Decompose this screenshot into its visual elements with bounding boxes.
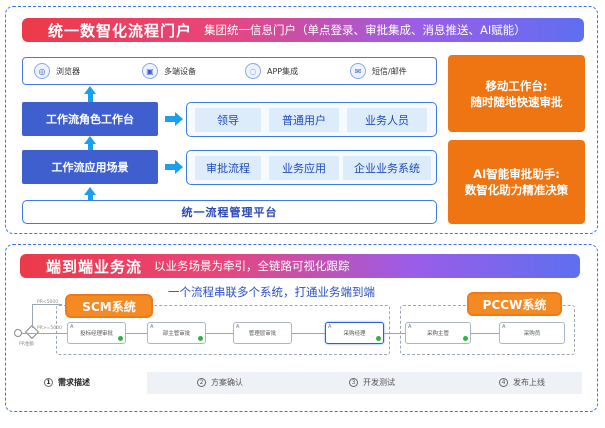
branch-label-low: PR<5000	[37, 300, 59, 305]
flow-connector	[22, 333, 67, 334]
scenario-approval[interactable]: 审批流程	[195, 156, 261, 180]
branch-top-line	[32, 304, 62, 305]
portal-subtitle: 集团统一信息门户（单点登录、审批集成、消息推送、AI赋能）	[204, 23, 526, 37]
workbench-role-box: 工作流角色工作台	[22, 102, 158, 136]
channel-app[interactable]: ◌ APP集成	[245, 63, 298, 79]
flow-banner: 端到端业务流 以业务场景为牵引，全链路可视化跟踪	[20, 254, 580, 278]
phase-bar	[147, 372, 582, 394]
right-arrow	[165, 160, 183, 174]
flow-step[interactable]: A 采购主管	[405, 322, 471, 344]
ai-card-line1: AI智能审批助手:	[473, 167, 560, 181]
status-dot	[118, 336, 123, 341]
role-user[interactable]: 普通用户	[269, 108, 339, 132]
flow-title: 端到端业务流	[46, 257, 143, 276]
start-circle	[14, 329, 22, 337]
status-dot	[376, 336, 381, 341]
flow-subtitle: 以业务场景为牵引，全链路可视化跟踪	[154, 259, 350, 273]
status-dot	[198, 336, 203, 341]
phase-3[interactable]: 3 开发测试	[349, 377, 395, 388]
flow-step[interactable]: A 管理层审批	[233, 322, 292, 344]
flow-connector	[292, 333, 325, 334]
channel-label: 短信/邮件	[372, 66, 407, 76]
flow-step[interactable]: A 部主管审批	[147, 322, 206, 344]
status-dot	[463, 336, 468, 341]
pccw-system-label: PCCW系统	[467, 292, 562, 316]
globe-icon: ◎	[34, 63, 50, 79]
channel-label: 浏览器	[56, 66, 80, 76]
ai-card-line2: 数智化助力精准决策	[464, 183, 569, 197]
channel-browser[interactable]: ◎ 浏览器	[34, 63, 80, 79]
role-leader[interactable]: 领导	[195, 108, 261, 132]
flow-step[interactable]: A 采购经理	[325, 322, 384, 344]
branch-line	[32, 304, 33, 328]
scenario-box: 工作流应用场景	[22, 150, 158, 184]
scm-group	[56, 305, 390, 355]
flow-step[interactable]: A 投标经理审批	[67, 322, 126, 344]
flow-step[interactable]: A 采购员	[499, 322, 565, 344]
channel-devices[interactable]: ▣ 多端设备	[142, 63, 196, 79]
mobile-workbench-card: 移动工作台: 随时随地快速审批	[448, 55, 585, 132]
flow-connector	[471, 333, 499, 334]
phase-4[interactable]: 4 发布上线	[499, 377, 545, 388]
flow-connector	[206, 333, 233, 334]
flow-caption: 一个流程串联多个系统，打通业务端到端	[168, 285, 375, 299]
channel-label: APP集成	[267, 66, 299, 76]
scenario-business-app[interactable]: 业务应用	[269, 156, 339, 180]
channel-label: 多端设备	[164, 66, 196, 76]
role-business[interactable]: 业务人员	[347, 108, 427, 132]
scenario-enterprise-system[interactable]: 企业业务系统	[343, 156, 431, 180]
channel-mail[interactable]: ✉ 短信/邮件	[350, 63, 407, 79]
ai-assistant-card: AI智能审批助手: 数智化助力精准决策	[448, 140, 585, 224]
platform-box: 统一流程管理平台	[22, 200, 437, 224]
branch-label-high: PR>=5000	[37, 326, 62, 331]
mail-icon: ✉	[350, 63, 366, 79]
access-channels-row	[22, 57, 437, 85]
portal-banner: 统一数智化流程门户 集团统一信息门户（单点登录、审批集成、消息推送、AI赋能）	[22, 18, 584, 42]
mobile-card-line1: 移动工作台:	[485, 78, 548, 93]
chat-icon: ◌	[245, 63, 261, 79]
flow-connector	[384, 333, 405, 334]
portal-title: 统一数智化流程门户	[48, 21, 193, 40]
right-arrow	[165, 112, 183, 126]
up-arrow	[84, 86, 96, 108]
mobile-card-line2: 随时随地快速审批	[470, 94, 563, 109]
phase-2[interactable]: 2 方案确认	[197, 377, 243, 388]
flow-connector	[126, 333, 147, 334]
start-label: PR金额	[19, 342, 34, 347]
scm-system-label: SCM系统	[65, 294, 153, 318]
phase-1[interactable]: 1 需求描述	[44, 377, 90, 388]
devices-icon: ▣	[142, 63, 158, 79]
